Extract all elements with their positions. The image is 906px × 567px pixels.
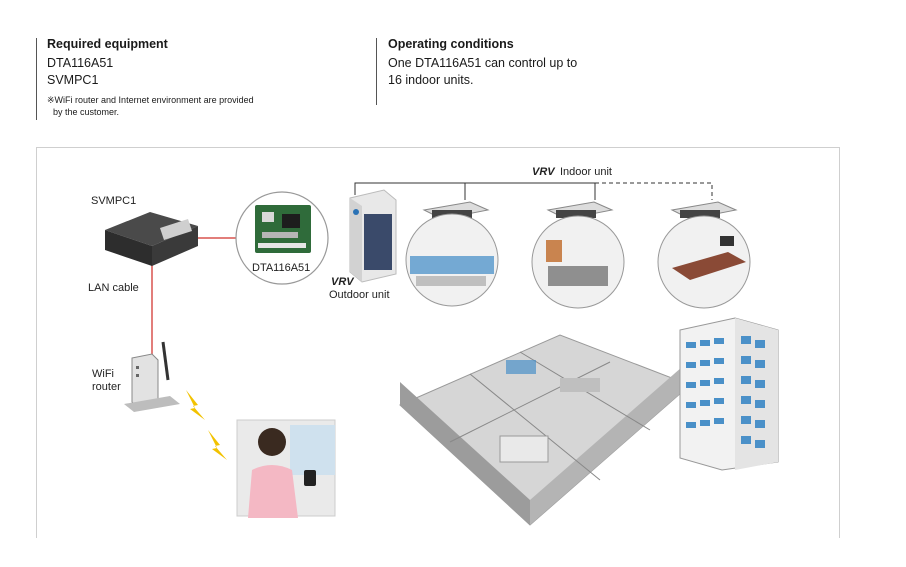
indoor-unit-label: Indoor unit xyxy=(560,166,612,178)
office-room-circle-1 xyxy=(405,213,499,307)
lan-cable-label: LAN cable xyxy=(88,282,139,294)
equipment-note-line2: by the customer. xyxy=(53,107,120,117)
smartphone-user-illustration xyxy=(236,419,336,518)
indoor-cassette-3 xyxy=(670,201,738,220)
required-equipment-title: Required equipment xyxy=(47,37,168,51)
operating-conditions-title: Operating conditions xyxy=(388,37,514,51)
wireless-signal-icon xyxy=(186,390,227,460)
meeting-room-circle-3 xyxy=(657,215,751,309)
equipment-item-dta116a51: DTA116A51 xyxy=(47,56,114,70)
svmpc1-label: SVMPC1 xyxy=(91,195,137,207)
indoor-unit-wiring xyxy=(354,182,713,200)
office-room-circle-2 xyxy=(531,215,625,309)
outdoor-unit-label: Outdoor unit xyxy=(329,289,390,301)
wifi-router-icon xyxy=(124,341,180,412)
office-building-icon xyxy=(679,317,779,471)
outdoor-unit-brand: VRV xyxy=(331,276,354,288)
operating-conditions-line2: 16 indoor units. xyxy=(388,73,474,87)
equipment-note-line1: ※WiFi router and Internet environment ar… xyxy=(47,95,254,105)
building-floorplan-illustration xyxy=(399,334,691,526)
operating-conditions-line1: One DTA116A51 can control up to xyxy=(388,56,578,70)
wifi-router-label-line1: WiFi xyxy=(92,368,114,380)
indoor-unit-brand: VRV xyxy=(532,166,555,178)
vrv-outdoor-unit-icon xyxy=(349,189,397,283)
equipment-item-svmpc1: SVMPC1 xyxy=(47,73,99,87)
dta116a51-board-icon xyxy=(235,191,329,285)
right-header-rule xyxy=(376,38,377,105)
dta116a51-label: DTA116A51 xyxy=(252,262,311,274)
indoor-cassette-2 xyxy=(546,201,614,220)
left-header-rule xyxy=(36,38,37,120)
wifi-router-label-line2: router xyxy=(92,381,121,393)
svmpc1-device-icon xyxy=(105,212,198,266)
